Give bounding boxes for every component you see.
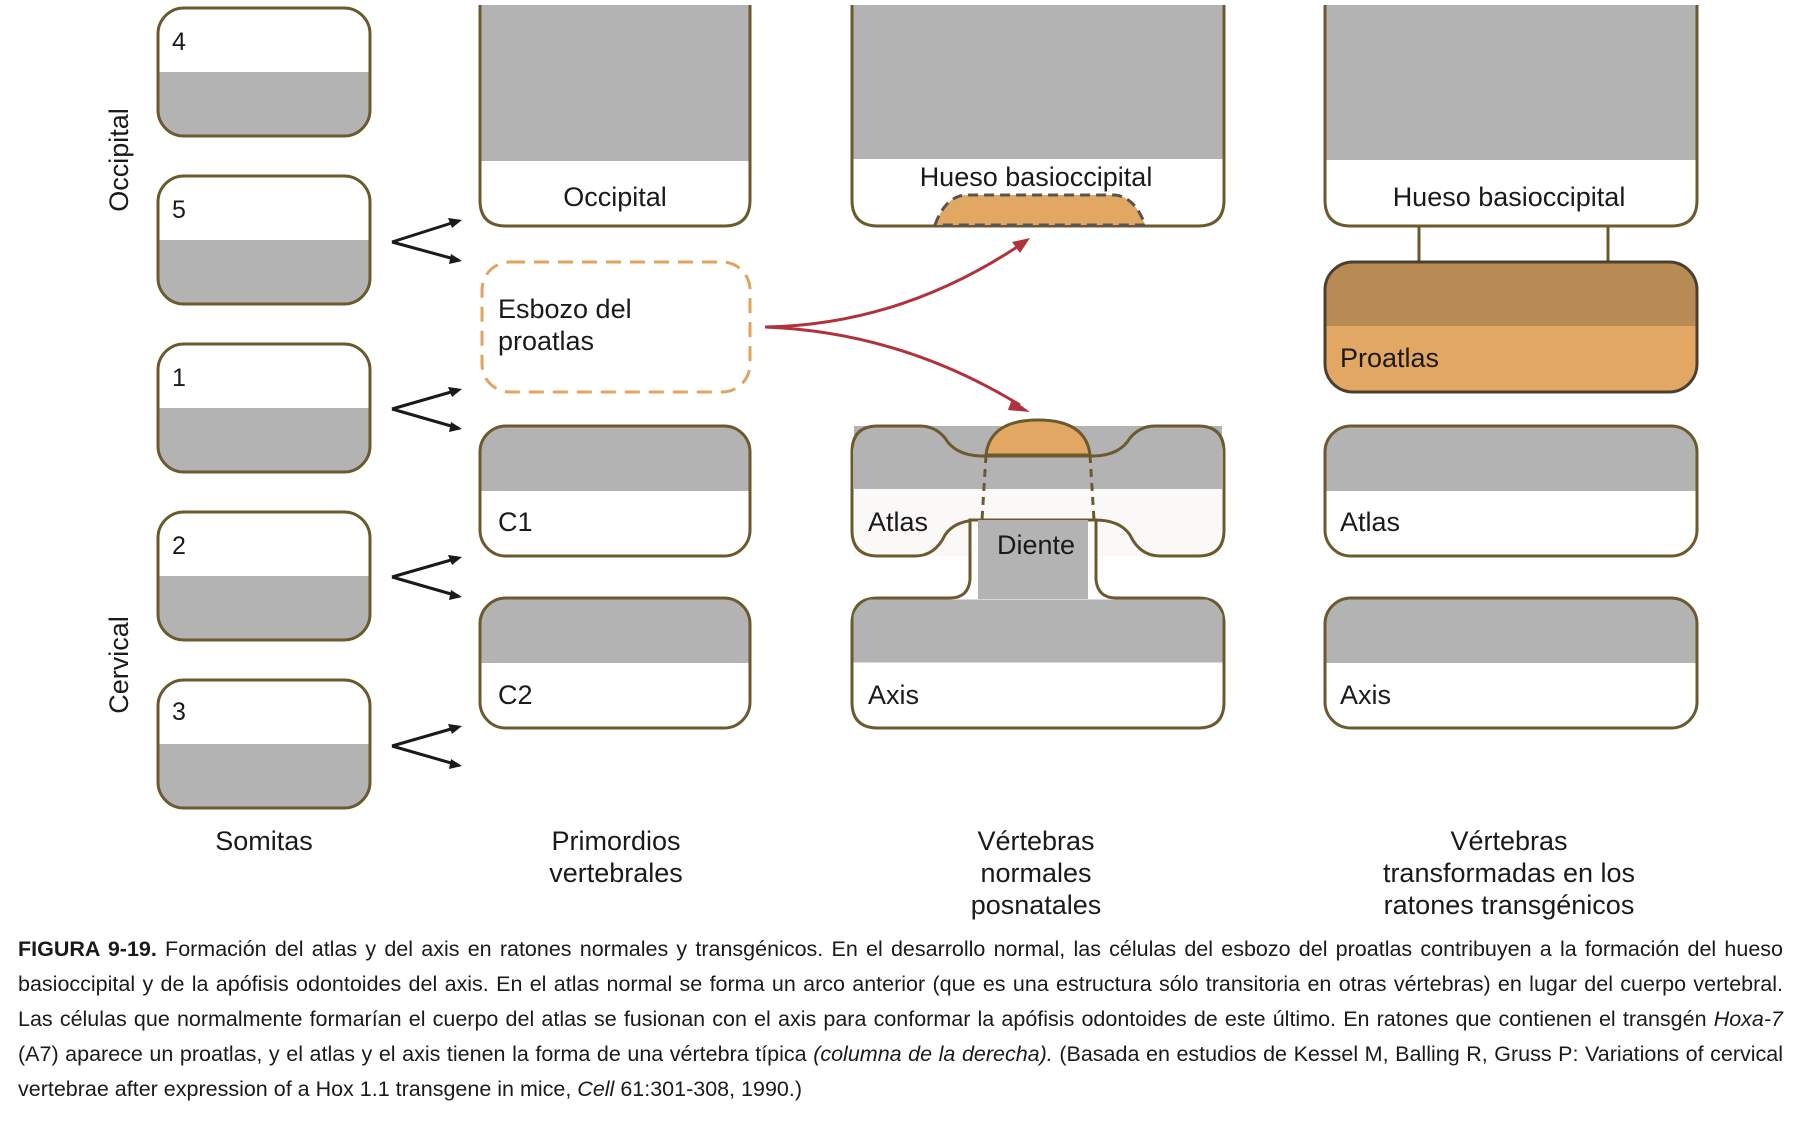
transformed-proatlas: Proatlas [1323, 260, 1699, 394]
arrow-head-dens [1008, 399, 1030, 412]
primordium-c1-label: C1 [498, 507, 533, 537]
title-transformadas-2: transformadas en los [1383, 858, 1635, 888]
normal-axis-with-dens: Diente Axis [850, 418, 1226, 730]
occipital-side-label: Occipital [104, 108, 134, 212]
somite-2-number: 2 [172, 532, 186, 560]
column-titles: Somitas Primordios vertebrales Vértebras… [215, 826, 1635, 920]
somite-3: 3 [156, 678, 372, 810]
title-somitas: Somitas [215, 826, 313, 856]
somite-2: 2 [156, 510, 372, 642]
normal-basioccipital: Hueso basioccipital [850, 5, 1226, 228]
primordium-occipital-label: Occipital [563, 182, 667, 212]
caption-text-2: (A7) aparece un proatlas, y el atlas y e… [18, 1042, 814, 1066]
title-normales-2: normales [980, 858, 1091, 888]
dens-label: Diente [997, 530, 1075, 560]
proatlas-contribution-basioccipital [932, 193, 1148, 227]
normal-atlas-label: Atlas [868, 507, 928, 537]
title-transformadas-1: Vértebras [1450, 826, 1567, 856]
somite-5-number: 5 [172, 196, 186, 224]
arrow-to-dens [764, 325, 1021, 407]
title-normales-3: posnatales [971, 890, 1102, 920]
transformed-axis: Axis [1323, 596, 1699, 730]
somite-5: 5 [156, 174, 372, 306]
transformed-proatlas-label: Proatlas [1340, 343, 1439, 373]
transformed-basioccipital-label: Hueso basioccipital [1393, 182, 1626, 212]
figure-number: FIGURA 9-19. [18, 937, 157, 961]
somite-1: 1 [156, 342, 372, 474]
transformed-basioccipital: Hueso basioccipital [1323, 5, 1699, 228]
figure-caption: FIGURA 9-19. Formación del atlas y del a… [18, 932, 1783, 1107]
transformed-axis-label: Axis [1340, 680, 1391, 710]
somite-1-number: 1 [172, 364, 186, 392]
primordium-occipital: Occipital [478, 5, 752, 228]
transformed-atlas: Atlas [1323, 424, 1699, 558]
somite-arrows [391, 218, 462, 769]
title-normales-1: Vértebras [977, 826, 1094, 856]
caption-italic-note: (columna de la derecha). [813, 1042, 1053, 1066]
cervical-side-label: Cervical [104, 616, 134, 714]
caption-gene: Hoxa-7 [1713, 1007, 1783, 1031]
normal-axis-label: Axis [868, 680, 919, 710]
split-arrow-3 [391, 555, 462, 600]
title-primordios-2: vertebrales [549, 858, 683, 888]
somite-4-number: 4 [172, 28, 186, 56]
transformed-atlas-label: Atlas [1340, 507, 1400, 537]
title-primordios-1: Primordios [551, 826, 680, 856]
atlas-axis-diagram: Occipital Cervical 4 5 1 2 3 [104, 5, 1699, 920]
proatlas-arrows [764, 238, 1030, 412]
title-transformadas-3: ratones transgénicos [1384, 890, 1635, 920]
arrow-head-basioccipital [1012, 238, 1030, 253]
caption-journal: Cell [577, 1077, 615, 1101]
split-arrow-2 [391, 387, 462, 432]
primordium-c2: C2 [478, 596, 752, 730]
primordium-c2-label: C2 [498, 680, 533, 710]
proatlas-connectors [1417, 226, 1610, 262]
proatlas-label-line1: Esbozo del [498, 294, 632, 324]
arrow-to-basioccipital [764, 243, 1021, 329]
split-arrow-4 [391, 724, 462, 769]
dens-dashed-outline [980, 454, 1096, 521]
somite-4: 4 [156, 6, 372, 138]
primordium-c1: C1 [478, 424, 752, 558]
somite-3-number: 3 [172, 698, 186, 726]
caption-text-3: (Basada en estudios de Kessel M, Balling… [18, 1042, 1784, 1101]
normal-basioccipital-label: Hueso basioccipital [920, 162, 1153, 192]
split-arrow-1 [391, 218, 462, 264]
proatlas-label-line2: proatlas [498, 326, 594, 356]
dens-proatlas-cap [984, 418, 1092, 457]
caption-text-4: 61:301-308, 1990.) [614, 1077, 803, 1101]
proatlas-primordium: Esbozo del proatlas [480, 260, 752, 394]
caption-text-1: Formación del atlas y del axis en ratone… [18, 937, 1783, 1031]
